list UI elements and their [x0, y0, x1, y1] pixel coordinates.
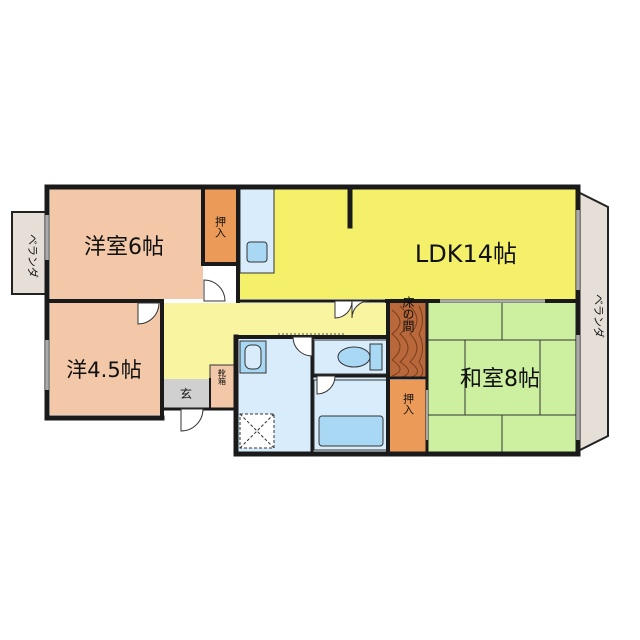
washer-space-icon [239, 413, 275, 449]
label-ldk: LDK14帖 [415, 240, 517, 268]
label-shoe-box: 靴箱 [218, 368, 227, 386]
balcony-right-label: ベランダ [592, 294, 606, 338]
door-swings [137, 279, 370, 432]
balcony-left: ベランダ [11, 211, 47, 295]
tatami-lines [428, 303, 576, 452]
closet-western [204, 189, 236, 264]
balcony-right: ベランダ [577, 190, 609, 453]
entrance [162, 379, 210, 409]
label-closet-western: 押入 [214, 215, 227, 238]
label-tokonoma: 床の間 [401, 296, 415, 332]
label-entrance: 玄 [180, 386, 192, 401]
label-closet-washitsu: 押入 [402, 392, 415, 415]
washbasin-icon [239, 340, 267, 374]
label-washitsu: 和室8帖 [460, 367, 540, 392]
label-western-4-5: 洋4.5帖 [66, 358, 141, 382]
toilet-icon [313, 339, 389, 375]
window-marks [45, 210, 580, 440]
tokonoma-wood-grain [391, 305, 424, 378]
balcony-left-label: ベランダ [26, 234, 40, 278]
closet-washitsu [389, 380, 427, 452]
room-ldk [240, 189, 576, 299]
kitchen-sink-icon [246, 241, 268, 263]
room-western-6 [50, 189, 203, 299]
label-western-6: 洋室6帖 [84, 235, 164, 260]
